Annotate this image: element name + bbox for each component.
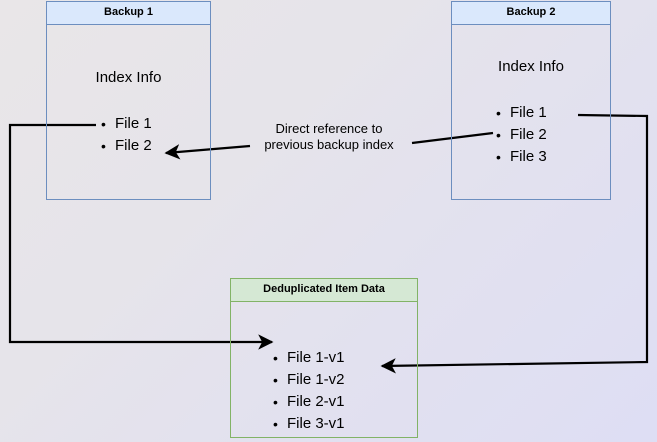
deduplicated-item-data-body: File 1-v1 File 1-v2 File 2-v1 File 3-v1 bbox=[231, 302, 417, 437]
backup-2-header: Backup 2 bbox=[452, 2, 610, 25]
backup-2-file-list: File 1 File 2 File 3 bbox=[494, 102, 547, 168]
backup-1-header: Backup 1 bbox=[47, 2, 210, 25]
list-item: File 1 bbox=[99, 113, 152, 135]
deduplicated-item-data-header: Deduplicated Item Data bbox=[231, 279, 417, 302]
list-item: File 3-v1 bbox=[271, 413, 345, 435]
connector-label-line-2: previous backup index bbox=[264, 137, 394, 152]
list-item: File 2-v1 bbox=[271, 391, 345, 413]
list-item: File 3 bbox=[494, 146, 547, 168]
backup-1-body: Index Info File 1 File 2 bbox=[47, 25, 210, 199]
list-item: File 2 bbox=[494, 124, 547, 146]
list-item: File 2 bbox=[99, 135, 152, 157]
connector-label-direct-reference: Direct reference to previous backup inde… bbox=[249, 121, 409, 153]
list-item: File 1 bbox=[494, 102, 547, 124]
backup-1-index-info-label: Index Info bbox=[95, 69, 162, 86]
connector-label-line-1: Direct reference to bbox=[275, 121, 383, 136]
deduplicated-item-data-box[interactable]: Deduplicated Item Data File 1-v1 File 1-… bbox=[230, 278, 418, 438]
deduplicated-file-list: File 1-v1 File 1-v2 File 2-v1 File 3-v1 bbox=[271, 347, 345, 435]
backup-1-file-list: File 1 File 2 bbox=[99, 113, 152, 157]
backup-2-box[interactable]: Backup 2 Index Info File 1 File 2 File 3 bbox=[451, 1, 611, 200]
list-item: File 1-v1 bbox=[271, 347, 345, 369]
list-item: File 1-v2 bbox=[271, 369, 345, 391]
backup-1-box[interactable]: Backup 1 Index Info File 1 File 2 bbox=[46, 1, 211, 200]
backup-2-index-info-label: Index Info bbox=[498, 58, 564, 75]
backup-2-body: Index Info File 1 File 2 File 3 bbox=[452, 25, 610, 199]
